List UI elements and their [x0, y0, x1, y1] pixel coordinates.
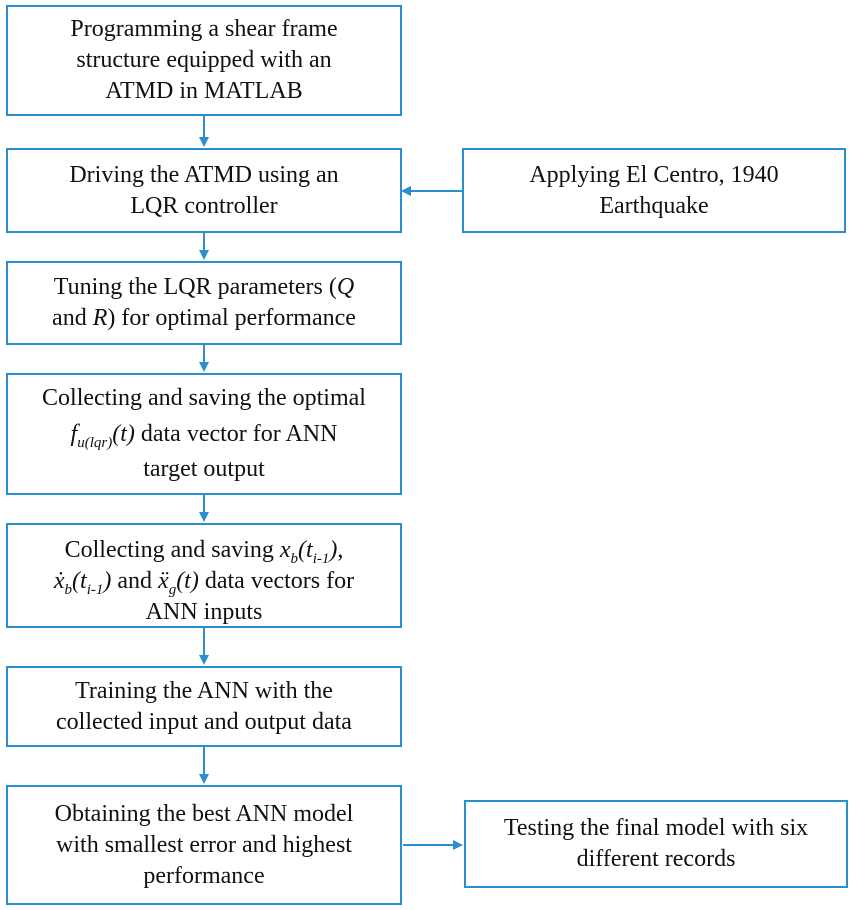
- step-train-ann: Training the ANN with the collected inpu…: [6, 666, 402, 747]
- step-text: Driving the ATMD using an: [69, 161, 339, 188]
- step-program-shear-frame: Programming a shear frame structure equi…: [6, 5, 402, 116]
- step-text: Applying El Centro, 1940: [529, 161, 779, 188]
- step-text: different records: [576, 846, 736, 872]
- step-text: ATMD in MATLAB: [105, 78, 303, 104]
- step-text-line-2: ẋb(ti-1) and ẍg(t) data vectors for: [53, 568, 355, 598]
- step-collect-optimal-force: Collecting and saving the optimal fu(lqr…: [6, 373, 402, 495]
- step-text-line-1: Collecting and saving the optimal: [42, 385, 366, 411]
- step-tune-lqr-parameters: Tuning the LQR parameters (Q and R) for …: [6, 261, 402, 345]
- step-test-final-model: Testing the final model with six differe…: [464, 800, 848, 888]
- step-text: Testing the final model with six: [503, 815, 809, 841]
- step-text: Obtaining the best ANN model: [54, 800, 354, 827]
- step-text: structure equipped with an: [76, 47, 332, 73]
- step-text-line-1: Tuning the LQR parameters (Q: [53, 274, 355, 300]
- step-text: collected input and output data: [56, 708, 352, 735]
- step-text: Programming a shear frame: [70, 16, 338, 42]
- step-text: LQR controller: [130, 192, 278, 219]
- step-collect-ann-inputs: Collecting and saving xb(ti-1), ẋb(ti-1)…: [6, 523, 402, 628]
- step-text-line-3: target output: [143, 456, 265, 482]
- step-text: performance: [143, 862, 265, 889]
- step-text-line-3: ANN inputs: [145, 599, 263, 625]
- step-text-line-2: and R) for optimal performance: [52, 305, 356, 331]
- step-text-line-2: fu(lqr)(t) data vector for ANN: [70, 421, 338, 451]
- step-drive-atmd-lqr: Driving the ATMD using an LQR controller: [6, 148, 402, 233]
- step-text-line-1: Collecting and saving xb(ti-1),: [64, 537, 344, 567]
- step-text: Earthquake: [599, 192, 709, 219]
- input-el-centro-earthquake: Applying El Centro, 1940 Earthquake: [462, 148, 846, 233]
- step-text: with smallest error and highest: [56, 831, 352, 858]
- step-obtain-best-ann-model: Obtaining the best ANN model with smalle…: [6, 785, 402, 905]
- step-text: Training the ANN with the: [75, 677, 333, 704]
